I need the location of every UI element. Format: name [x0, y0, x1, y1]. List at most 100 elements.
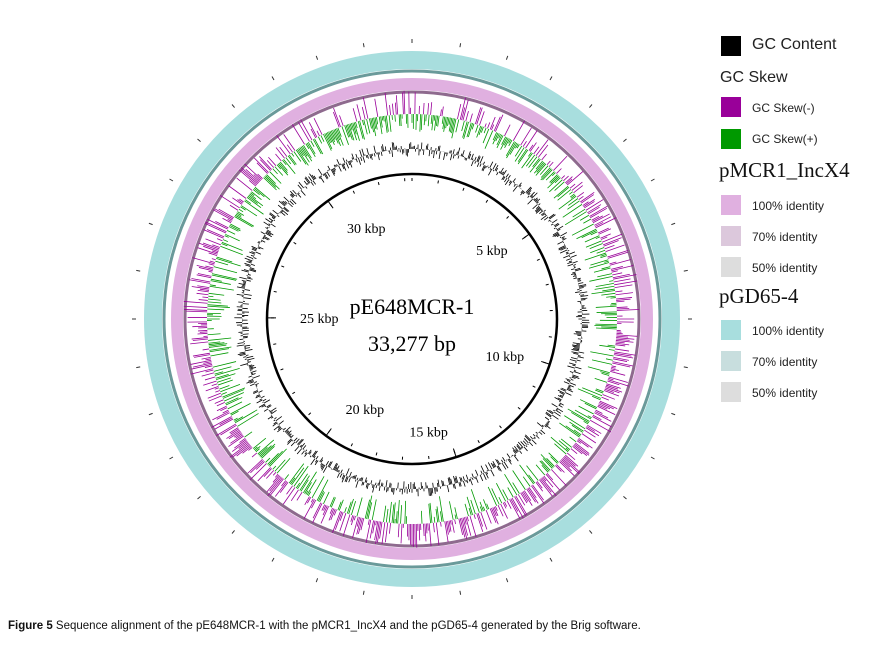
minor-tick [309, 221, 313, 224]
minor-tick [477, 439, 480, 444]
outer-tick [169, 178, 174, 182]
minor-tick [437, 180, 439, 184]
legend-label-gc-content: GC Content [752, 36, 837, 53]
legend-label-pgd65-70: 70% identity [752, 355, 818, 369]
minor-tick [273, 343, 277, 345]
outer-tick [231, 530, 235, 534]
minor-tick [377, 181, 380, 186]
outer-tick [315, 55, 319, 60]
major-tick [325, 428, 332, 437]
outer-tick [505, 55, 509, 60]
gc-content-track [234, 142, 590, 497]
legend-swatch-gc-skew-neg [721, 97, 741, 117]
outer-tick [623, 138, 627, 142]
minor-tick [352, 190, 355, 194]
minor-tick [292, 391, 296, 395]
tick-label: 25 kbp [300, 312, 339, 327]
caption-text: Sequence alignment of the pE648MCR-1 wit… [52, 620, 641, 632]
pmcr1-ring-border [183, 90, 641, 548]
outer-tick [459, 43, 462, 48]
outer-tick [136, 366, 141, 369]
outer-tick [197, 138, 201, 142]
minor-tick [499, 425, 502, 429]
major-tick [327, 200, 334, 209]
outer-tick [271, 557, 275, 562]
backbone-circle [265, 172, 559, 466]
legend-swatch-pgd65-100 [721, 320, 741, 340]
outer-tick [650, 178, 655, 182]
tick-label: 30 kbp [347, 222, 386, 237]
outer-tick [623, 496, 627, 500]
tick-label: 10 kbp [486, 350, 525, 365]
legend-swatch-gc-skew-pos [721, 129, 741, 149]
minor-tick [280, 368, 284, 371]
pgd65-identity-ring [144, 51, 680, 587]
pgd65-ring-border [162, 69, 662, 569]
minor-tick [293, 241, 297, 245]
gc-skew-positive-track [207, 114, 617, 524]
legend-swatch-pmcr1-70 [721, 226, 741, 246]
legend-swatch-pmcr1-50 [721, 257, 741, 277]
outer-tick [505, 578, 509, 583]
outer-tick [169, 456, 174, 460]
minor-tick [506, 215, 510, 219]
legend-label-pgd65-50: 50% identity [752, 386, 818, 400]
outer-tick [589, 104, 593, 108]
major-tick [521, 233, 530, 240]
major-tick [452, 448, 457, 458]
legend-title-pgd65: pGD65-4 [719, 284, 799, 308]
pmcr1-identity-ring [171, 78, 653, 560]
legend-swatch-pmcr1-100 [721, 195, 741, 215]
outer-tick [271, 76, 275, 81]
outer-tick [549, 76, 553, 81]
brig-circular-map: pE648MCR-1 33,277 bp 5 kbp 10 kbp 15 kbp 20… [132, 39, 692, 599]
outer-tick [197, 496, 201, 500]
legend-title-gc-skew: GC Skew [720, 69, 788, 86]
outer-tick [362, 43, 365, 48]
legend-title-pmcr1: pMCR1_IncX4 [719, 158, 850, 182]
minor-tick [536, 258, 540, 261]
outer-tick [231, 104, 235, 108]
outer-tick [589, 530, 593, 534]
major-tick [541, 360, 550, 365]
legend-label-gc-skew-neg: GC Skew(-) [752, 101, 815, 115]
minor-tick [532, 385, 536, 388]
legend-swatch-pgd65-50 [721, 382, 741, 402]
legend-label-gc-skew-pos: GC Skew(+) [752, 132, 818, 146]
minor-tick [545, 283, 549, 286]
gc-skew-negative-track [183, 90, 640, 548]
minor-tick [281, 265, 285, 268]
tick-label: 15 kbp [409, 425, 448, 440]
outer-tick [671, 222, 676, 226]
outer-tick [650, 456, 655, 460]
legend-label-pgd65-100: 100% identity [752, 324, 825, 338]
legend-swatch-pgd65-70 [721, 351, 741, 371]
minor-tick [273, 290, 277, 293]
outer-tick [136, 269, 141, 272]
legend-label-pmcr1-70: 70% identity [752, 230, 818, 244]
outer-tick [683, 366, 688, 369]
minor-tick [462, 187, 465, 191]
outer-tick [148, 222, 153, 226]
caption-label: Figure 5 [8, 620, 53, 632]
outer-tick [362, 590, 365, 595]
outer-tick [459, 590, 462, 595]
outer-tick [549, 557, 553, 562]
legend-label-pmcr1-50: 50% identity [752, 261, 818, 275]
tick-label: 5 kbp [476, 244, 508, 259]
minor-tick [517, 406, 521, 410]
minor-tick [350, 443, 353, 447]
outer-tick [315, 578, 319, 583]
outer-tick [683, 269, 688, 272]
outer-tick [148, 412, 153, 416]
figure-caption: Figure 5 Sequence alignment of the pE648… [8, 620, 641, 632]
legend-label-pmcr1-100: 100% identity [752, 199, 825, 213]
minor-tick [375, 452, 378, 456]
legend-swatch-gc-content [721, 36, 741, 56]
plasmid-name: pE648MCR-1 [350, 294, 475, 319]
minor-tick [485, 199, 489, 203]
tick-label: 20 kbp [346, 403, 385, 418]
outer-tick [671, 412, 676, 416]
minor-tick [308, 412, 312, 416]
plasmid-length: 33,277 bp [368, 331, 456, 356]
